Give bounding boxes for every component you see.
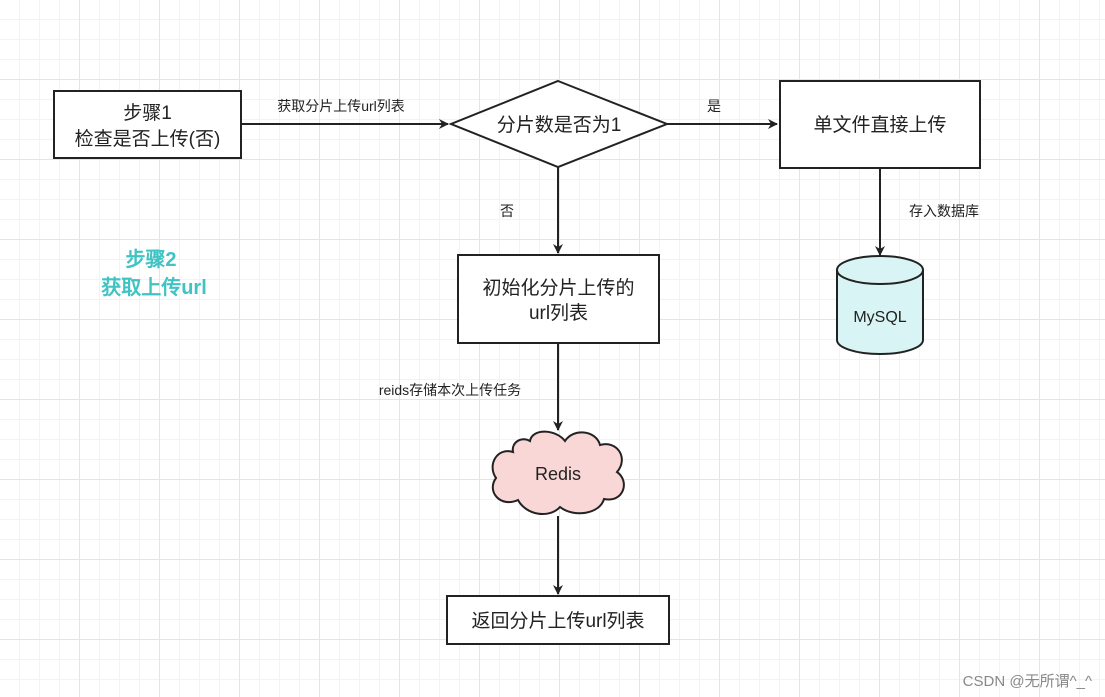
mysql-cylinder-top — [836, 255, 924, 285]
csdn-watermark: CSDN @无所谓^_^ — [963, 673, 1092, 690]
node-init-multipart: 初始化分片上传的 url列表 — [457, 254, 660, 344]
node-return-url-list-label: 返回分片上传url列表 — [471, 610, 644, 632]
node-step1: 步骤1 检查是否上传(否) — [53, 90, 242, 159]
node-init-multipart-line2: url列表 — [529, 302, 588, 324]
node-single-upload: 单文件直接上传 — [779, 80, 981, 169]
node-redis-cache: Redis — [491, 430, 625, 516]
redis-cloud-shape — [491, 430, 625, 516]
node-decision-label: 分片数是否为1 — [497, 114, 622, 136]
node-mysql-database: MySQL — [836, 255, 924, 355]
edge-label-get-url-list: 获取分片上传url列表 — [277, 98, 405, 114]
edge-label-yes: 是 — [707, 98, 721, 114]
node-single-upload-label: 单文件直接上传 — [813, 114, 946, 136]
node-step1-line2: 检查是否上传(否) — [75, 128, 221, 150]
node-return-url-list: 返回分片上传url列表 — [446, 595, 670, 645]
edge-label-save-to-db: 存入数据库 — [909, 203, 979, 219]
side-note-step2: 步骤2 获取上传url — [101, 248, 207, 299]
node-init-multipart-line1: 初始化分片上传的 — [482, 277, 634, 299]
node-mysql-label: MySQL — [853, 309, 906, 326]
edge-label-redis-store-task: reids存储本次上传任务 — [379, 382, 521, 398]
edge-label-no: 否 — [500, 203, 514, 219]
side-note-line1: 步骤2 — [125, 248, 176, 271]
node-decision: 分片数是否为1 — [448, 79, 670, 169]
node-redis-label: Redis — [535, 464, 581, 484]
node-step1-line1: 步骤1 — [123, 102, 172, 124]
side-note-line2: 获取上传url — [101, 275, 207, 299]
mysql-cylinder-body — [836, 270, 924, 355]
